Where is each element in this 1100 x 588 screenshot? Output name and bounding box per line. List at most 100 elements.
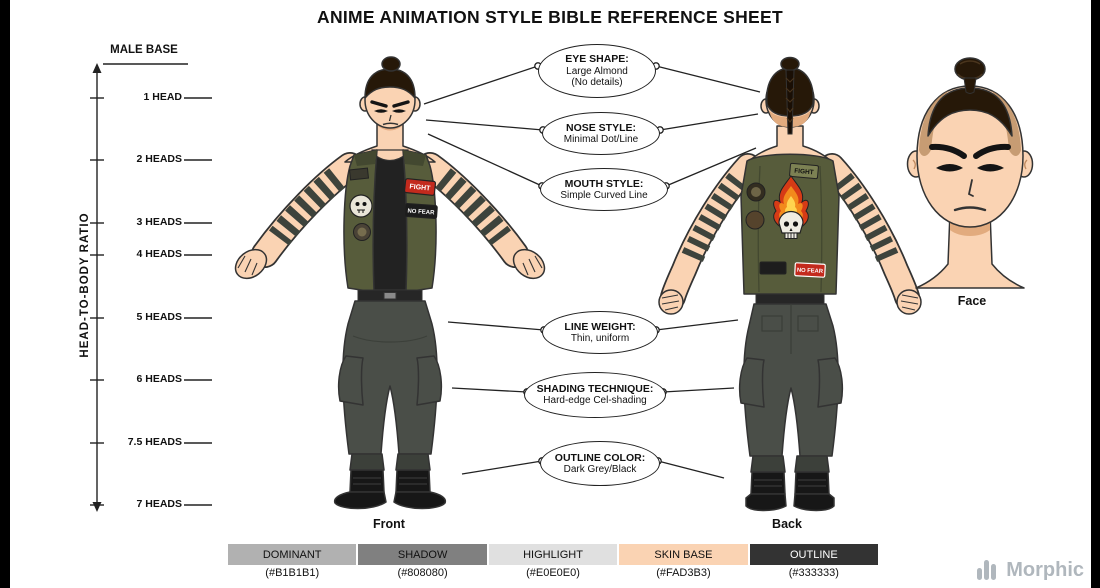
fight-patch-back: FIGHT: [789, 162, 819, 180]
no-fear-patch-back: NO FEAR: [794, 262, 826, 278]
nose: [388, 114, 392, 122]
page-title: ANIME ANIMATION STYLE BIBLE REFERENCE SH…: [317, 7, 783, 27]
ruler-mark: 7 HEADS: [136, 498, 182, 510]
palette-swatch-skin-base: SKIN BASE: [619, 544, 748, 565]
morphic-brand-text: Morphic: [1006, 558, 1084, 581]
back-figure-illustration: FIGHT NO FEAR: [658, 56, 922, 512]
hex-label: (#808080): [397, 567, 448, 579]
callout-desc: Simple Curved Line: [560, 189, 648, 201]
callout-outline-color: OUTLINE COLOR: Dark Grey/Black: [540, 441, 660, 486]
front-head: [359, 56, 421, 129]
callout-desc: (No details): [571, 77, 623, 89]
ruler-arrow-up-icon: [92, 63, 102, 73]
fight-patch-back-label: FIGHT: [794, 168, 814, 177]
hex-label: (#E0E0E0): [526, 567, 580, 579]
face-view-label: Face: [957, 294, 987, 308]
mouth: [953, 206, 987, 212]
skull-patch-icon: [349, 194, 373, 218]
cargo-pants-back: [738, 303, 844, 473]
callout-mouth-style: MOUTH STYLE: Simple Curved Line: [540, 168, 668, 211]
round-patch-icon: [745, 182, 766, 230]
palette-swatch-highlight: HIGHLIGHT: [488, 544, 618, 565]
ruler-mark: 7.5 HEADS: [127, 436, 182, 448]
ruler-arrow-down-icon: [92, 502, 102, 512]
left-edge-bar: [0, 0, 10, 588]
ruler-graphic: [90, 63, 212, 512]
front-figure-illustration: FIGHT NO FEAR: [234, 56, 546, 510]
back-arms: [658, 153, 922, 315]
morphic-watermark: Morphic: [977, 558, 1084, 582]
callout-shading-technique: SHADING TECHNIQUE: Hard-edge Cel-shading: [524, 372, 666, 418]
ruler-mark: 4 HEADS: [136, 248, 182, 260]
right-arm-tattoo: [435, 168, 511, 246]
small-patch: [759, 261, 787, 275]
hex-label: (#FAD3B3): [656, 567, 711, 579]
callout-eye-shape: EYE SHAPE: Large Almond (No details): [538, 44, 656, 98]
swatch-label: DOMINANT: [262, 548, 322, 561]
callout-title: OUTLINE COLOR:: [554, 451, 646, 464]
morphic-logo-icon: [977, 560, 997, 580]
ruler-mark: 3 HEADS: [136, 216, 182, 228]
swatch-label: SKIN BASE: [654, 548, 713, 561]
braid-bun-icon: [780, 56, 800, 72]
right-eye: [977, 164, 1004, 172]
ruler-mark: 6 HEADS: [136, 373, 182, 385]
skull-patch-icon: [778, 210, 804, 239]
cargo-pants: [337, 300, 443, 471]
swatch-label: SHADOW: [397, 548, 448, 561]
small-patch: [348, 167, 370, 181]
left-eye: [374, 109, 388, 113]
round-patch-icon: [353, 223, 371, 241]
callout-desc: Thin, uniform: [570, 332, 630, 344]
callout-desc: Large Almond: [566, 65, 628, 77]
ruler-mark: 2 HEADS: [136, 153, 182, 165]
callout-desc: Minimal Dot/Line: [563, 133, 639, 145]
callout-title: MOUTH STYLE:: [564, 177, 644, 190]
callout-title: NOSE STYLE:: [565, 121, 636, 134]
male-base-label: MALE BASE: [110, 44, 178, 56]
palette-swatch-shadow: SHADOW: [358, 544, 487, 565]
left-arm-tattoo: [269, 168, 345, 246]
no-fear-patch-back-label: NO FEAR: [797, 268, 824, 275]
callout-title: SHADING TECHNIQUE:: [536, 383, 654, 396]
callout-nose-style: NOSE STYLE: Minimal Dot/Line: [542, 112, 660, 155]
right-hand: [512, 248, 546, 280]
hex-label: (#B1B1B1): [265, 567, 320, 579]
callout-desc: Hard-edge Cel-shading: [543, 395, 647, 407]
callout-title: EYE SHAPE:: [565, 53, 629, 66]
eyebrows: [370, 100, 410, 108]
ruler-mark: 1 HEAD: [143, 91, 182, 103]
back-head: [760, 56, 820, 135]
belt: [357, 289, 423, 302]
palette-swatch-dominant: DOMINANT: [228, 544, 357, 565]
boots-back: [745, 471, 835, 512]
nose: [967, 179, 974, 197]
mouth: [382, 122, 399, 126]
belt: [755, 293, 825, 305]
ruler-mark: 5 HEADS: [136, 311, 182, 323]
face-closeup-illustration: [906, 57, 1034, 289]
front-view-label: Front: [373, 517, 405, 531]
swatch-label: HIGHLIGHT: [523, 548, 583, 561]
right-eyebrow: [973, 143, 1011, 159]
left-hand: [234, 248, 268, 280]
hair: [364, 68, 416, 99]
right-eye: [392, 109, 406, 113]
left-eye: [936, 164, 963, 172]
back-view-label: Back: [772, 517, 802, 531]
palette-swatch-outline: OUTLINE: [749, 544, 879, 565]
boots: [333, 469, 447, 510]
swatch-label: OUTLINE: [789, 548, 838, 561]
hex-label: (#333333): [788, 567, 839, 579]
callout-desc: Dark Grey/Black: [563, 463, 637, 475]
braid-bun-icon: [381, 56, 401, 72]
no-fear-patch: NO FEAR: [404, 203, 438, 219]
fight-patch: FIGHT: [403, 178, 437, 196]
hair: [927, 87, 1013, 137]
fight-patch-label: FIGHT: [409, 183, 431, 192]
callout-line-weight: LINE WEIGHT: Thin, uniform: [542, 311, 658, 354]
palette-hex-row: (#B1B1B1) (#808080) (#E0E0E0) (#FAD3B3) …: [228, 567, 878, 579]
no-fear-patch-label: NO FEAR: [407, 209, 435, 217]
right-edge-bar: [1091, 0, 1100, 588]
